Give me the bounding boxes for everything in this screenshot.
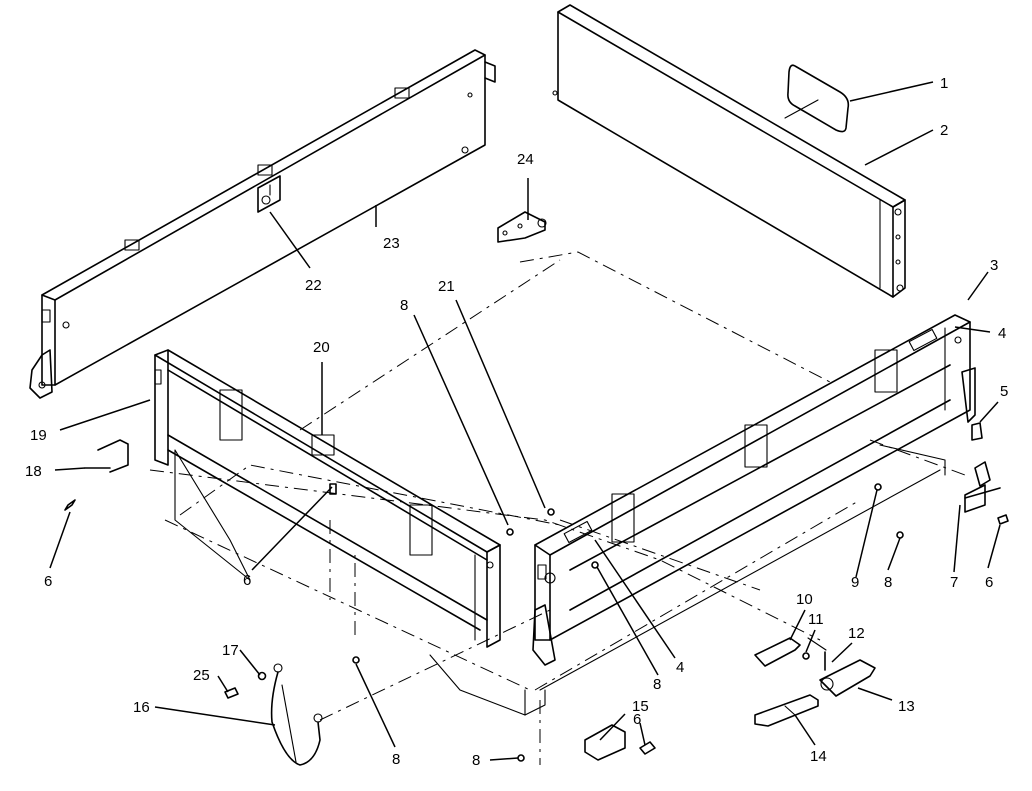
front-panel <box>552 4 906 298</box>
callout-4b: 4 <box>676 659 684 676</box>
callout-25: 25 <box>193 667 210 684</box>
latch-plate <box>257 175 281 213</box>
callout-8d: 8 <box>472 752 480 769</box>
callout-8a: 8 <box>400 297 408 314</box>
callout-1: 1 <box>940 75 948 92</box>
callout-5: 5 <box>1000 383 1008 400</box>
callout-2: 2 <box>940 122 948 139</box>
callout-9: 9 <box>851 574 859 591</box>
callout-11: 11 <box>808 611 824 628</box>
corner-bracket <box>497 211 547 243</box>
latch-assembly <box>754 637 876 727</box>
callout-23: 23 <box>383 235 400 252</box>
left-side-rail <box>29 49 496 399</box>
callout-16: 16 <box>133 699 150 716</box>
callout-15: 15 <box>632 698 649 715</box>
callout-8c: 8 <box>392 751 400 768</box>
callout-24: 24 <box>517 151 534 168</box>
callout-6a: 6 <box>44 573 52 590</box>
callout-22: 22 <box>305 277 322 294</box>
callout-3: 3 <box>990 257 998 274</box>
callout-labels: 1 2 3 4 4 5 6 6 6 6 7 8 8 8 8 8 9 10 11 … <box>25 75 1008 769</box>
callout-4a: 4 <box>998 325 1006 342</box>
callout-8b: 8 <box>653 676 661 693</box>
callout-14: 14 <box>810 748 827 765</box>
callout-21: 21 <box>438 278 455 295</box>
leader-lines <box>49 81 1001 761</box>
callout-18: 18 <box>25 463 42 480</box>
decal-label <box>784 64 850 133</box>
rear-frame <box>154 349 501 648</box>
callout-10: 10 <box>796 591 813 608</box>
callout-6b: 6 <box>243 572 251 589</box>
callout-8e: 8 <box>884 574 892 591</box>
callout-6c: 6 <box>633 711 641 728</box>
floor-outline-dashed <box>149 251 966 765</box>
hardware <box>64 422 1009 762</box>
callout-7: 7 <box>950 574 958 591</box>
callout-6d: 6 <box>985 574 993 591</box>
callout-19: 19 <box>30 427 47 444</box>
callout-17: 17 <box>222 642 239 659</box>
callout-20: 20 <box>313 339 330 356</box>
cable-assembly <box>270 663 323 766</box>
callout-12: 12 <box>848 625 865 642</box>
callout-13: 13 <box>898 698 915 715</box>
right-side-rail <box>532 314 976 666</box>
